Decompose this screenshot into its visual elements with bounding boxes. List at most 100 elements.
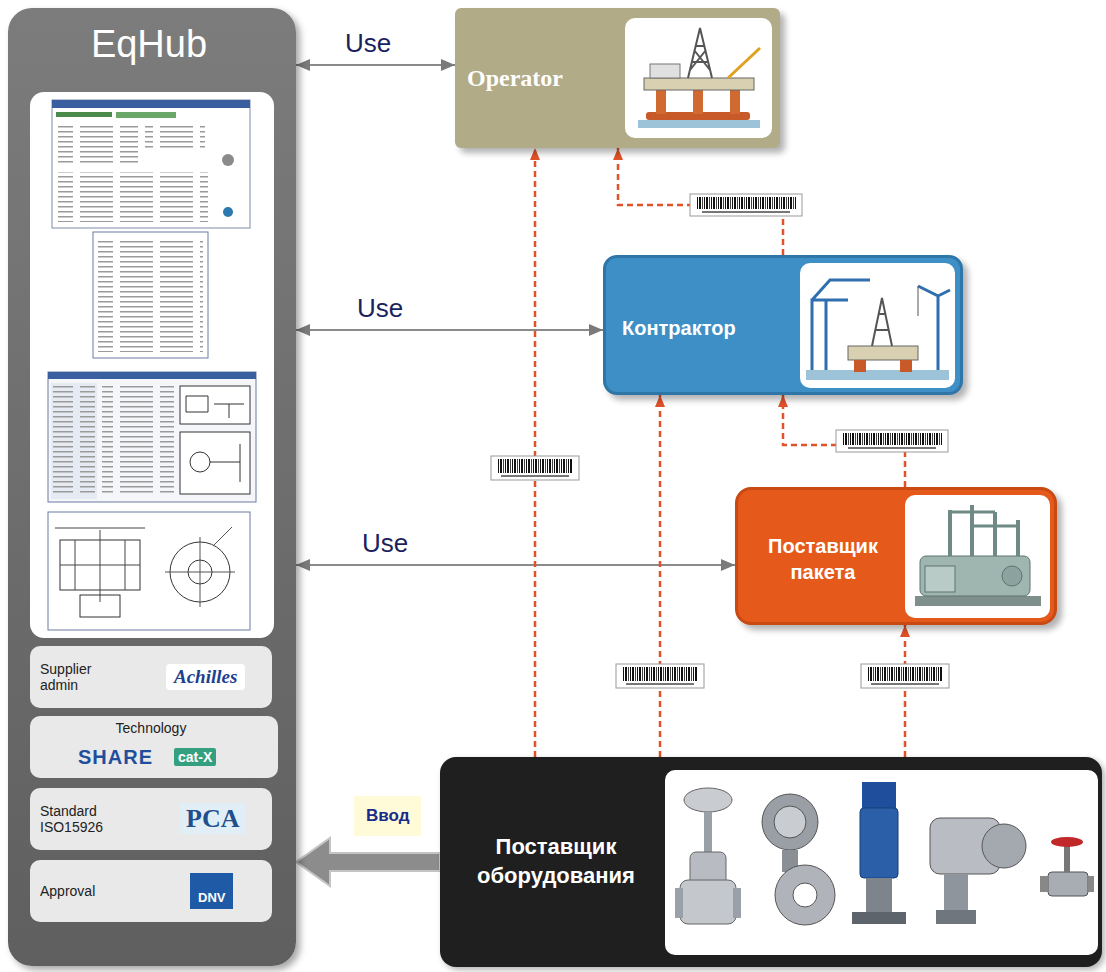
offshore-rig-picture xyxy=(688,28,712,78)
screenshot-thumbnails xyxy=(60,540,140,590)
actor-box: Контрактор xyxy=(603,255,963,395)
offshore-rig-picture xyxy=(656,88,666,114)
screenshot-thumbnails xyxy=(56,112,112,117)
package-unit-picture xyxy=(905,495,1050,618)
construction-yard-picture xyxy=(918,286,950,370)
screenshot-thumbnails xyxy=(52,100,250,108)
equipment-picture xyxy=(860,808,898,878)
equipment-picture xyxy=(793,883,817,907)
edge-label: Ввод xyxy=(354,796,421,836)
screenshot-thumbnails xyxy=(180,432,250,494)
screenshot-thumbnails xyxy=(102,384,174,496)
screenshot-thumbnails xyxy=(80,595,120,617)
package-unit-picture xyxy=(915,596,1041,606)
logo-text: cat-X xyxy=(174,748,216,766)
barcode-tag xyxy=(861,664,949,688)
screenshot-thumbnails xyxy=(145,124,205,150)
equipment-picture xyxy=(1040,876,1048,892)
use-connector xyxy=(296,329,603,331)
offshore-rig-picture xyxy=(646,112,750,120)
barcode-tag xyxy=(501,475,569,477)
screenshot-thumbnails xyxy=(165,527,235,607)
construction-yard-picture xyxy=(854,360,866,372)
equipment-picture xyxy=(862,782,896,808)
construction-yard-picture xyxy=(900,360,912,372)
equipment-picture xyxy=(866,878,892,912)
screenshot-thumbnails xyxy=(180,386,250,424)
package-unit-picture xyxy=(925,566,955,592)
offshore-rig-picture xyxy=(650,64,680,78)
actor-label: Operator xyxy=(467,64,625,93)
box-label: Standard ISO15926 xyxy=(40,803,135,835)
barcode-tag xyxy=(491,194,949,688)
equipment-picture xyxy=(775,865,835,925)
screenshot-thumbnails xyxy=(30,92,274,638)
equipment-picture xyxy=(1048,872,1088,896)
screenshot-thumbnails xyxy=(48,372,256,379)
construction-yard-picture xyxy=(800,263,955,388)
equipment-picture xyxy=(680,880,736,924)
screenshot-thumbnails xyxy=(51,383,97,499)
equipment-picture xyxy=(704,812,712,852)
barcode-tag xyxy=(626,683,694,685)
offshore-rig-picture xyxy=(728,48,760,78)
screenshot-thumbnails xyxy=(190,452,210,472)
screenshot-thumbnails xyxy=(93,232,208,358)
offshore-rig-picture xyxy=(625,18,772,138)
logo-text: Achilles xyxy=(166,664,245,690)
screenshot-thumbnails xyxy=(170,542,230,602)
dnv-anchor-icons xyxy=(208,876,218,888)
box-label: Supplier admin xyxy=(40,661,120,693)
equipment-picture xyxy=(665,770,1098,955)
equipment-picture xyxy=(774,806,806,838)
construction-yard-picture xyxy=(918,286,919,316)
input-arrow xyxy=(296,838,440,886)
actor-box: Поставщик пакета xyxy=(735,487,1057,625)
barcode-tag xyxy=(702,211,790,213)
box-label: Technology xyxy=(30,720,272,736)
equipment-picture xyxy=(944,874,968,914)
equipment-picture xyxy=(782,850,798,872)
equipment-picture xyxy=(684,788,732,812)
data-flow-arrow xyxy=(783,395,905,487)
info-box: Standard ISO15926PCA xyxy=(30,788,272,850)
offshore-rig-picture xyxy=(644,78,754,90)
package-unit-picture xyxy=(1002,566,1022,586)
barcode-tag xyxy=(842,433,942,445)
barcode-tag xyxy=(871,683,939,685)
construction-yard-picture xyxy=(800,263,955,388)
package-unit-picture xyxy=(950,505,1018,556)
data-flow-arrow xyxy=(659,395,662,757)
equipment-picture xyxy=(733,888,741,918)
offshore-rig-picture xyxy=(730,88,740,114)
logo-text: SHARE xyxy=(78,746,153,768)
equipment-picture xyxy=(1088,876,1094,892)
equipment-picture xyxy=(982,824,1026,868)
package-unit-picture xyxy=(905,495,1050,618)
equipment-picture xyxy=(762,794,818,850)
construction-yard-picture xyxy=(872,298,892,346)
info-box: TechnologySHARE cat-X xyxy=(30,716,278,778)
screenshot-thumbnails xyxy=(223,207,233,217)
edge-label: Use xyxy=(362,529,408,559)
actor-label: Поставщик оборудования xyxy=(448,833,664,890)
barcode-tag xyxy=(690,194,802,216)
info-box: ApprovalDNV xyxy=(30,860,272,922)
actor-label: Поставщик пакета xyxy=(740,533,906,585)
logo-text: DNV xyxy=(190,873,233,909)
screenshot-thumbnails xyxy=(222,154,234,166)
equipment-picture xyxy=(936,910,976,924)
barcode-tag xyxy=(497,459,573,473)
screenshot-thumbnails xyxy=(55,528,145,602)
data-flow-arrow xyxy=(534,148,537,757)
equipment-picture xyxy=(690,852,726,888)
equipment-picture xyxy=(852,912,906,924)
barcode-tag xyxy=(861,664,949,688)
data-flow-arrow xyxy=(618,148,783,255)
dnv-anchor-icons xyxy=(194,876,218,888)
offshore-rig-picture xyxy=(693,88,703,114)
edge-label: Use xyxy=(357,294,403,324)
screenshot-thumbnails xyxy=(188,560,212,584)
